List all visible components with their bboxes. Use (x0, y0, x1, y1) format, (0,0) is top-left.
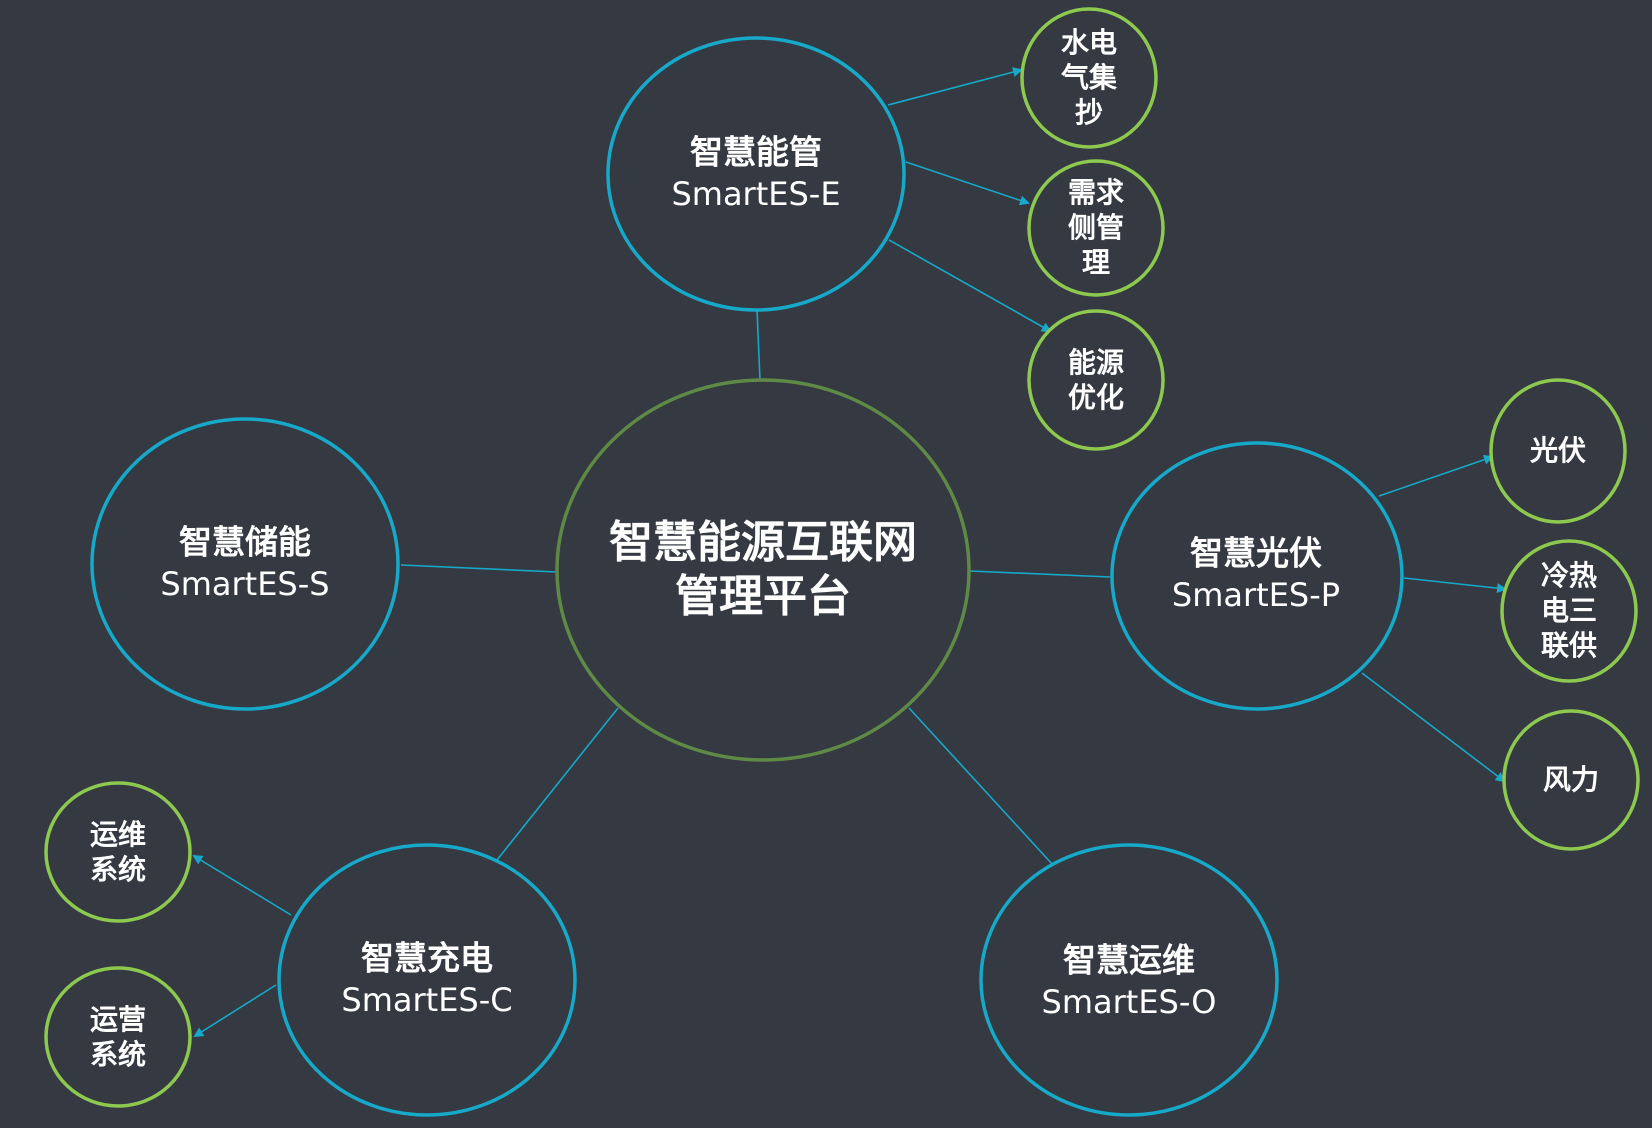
leaf-demand-side: 需求 侧管 理 (1027, 159, 1165, 297)
leaf-label-line: 气集 (1060, 61, 1117, 94)
arrow-energy-to-metering (887, 67, 1023, 106)
leaf-label-line: 冷热 (1541, 559, 1597, 592)
arrow-pv-to-pv-leaf (1378, 454, 1494, 497)
arrow-energy-to-demand (905, 161, 1030, 206)
leaf-label-line: 运维 (90, 818, 146, 851)
module-storage: 智慧储能 SmartES-S (90, 417, 400, 711)
leaf-cchp: 冷热 电三 联供 (1500, 539, 1638, 683)
connectors (192, 67, 1507, 1038)
arrow-pv-to-wind (1361, 672, 1506, 783)
center-title-line2: 管理平台 (675, 571, 851, 622)
module-energy-management: 智慧能管 SmartES-E (606, 36, 906, 312)
module-name: 智慧储能 (179, 523, 311, 562)
leaf-label-line: 系统 (90, 1038, 146, 1071)
leaf-pv: 光伏 (1489, 378, 1627, 524)
leaf-om-system: 运维 系统 (44, 781, 192, 923)
leaf-label-line: 电三 (1541, 594, 1597, 627)
center-node: 智慧能源互联网 管理平台 (555, 378, 971, 762)
leaf-label-line: 理 (1082, 246, 1110, 279)
module-operations: 智慧运维 SmartES-O (979, 843, 1279, 1117)
module-code: SmartES-E (671, 175, 840, 213)
module-code: SmartES-C (341, 981, 512, 1019)
module-name: 智慧能管 (690, 133, 822, 172)
leaf-label-line: 联供 (1541, 629, 1597, 662)
leaf-label-line: 优化 (1068, 381, 1124, 414)
module-photovoltaic: 智慧光伏 SmartES-P (1110, 441, 1404, 711)
module-name: 智慧运维 (1063, 941, 1195, 980)
connector-center-storage (400, 564, 558, 573)
leaf-label-line: 系统 (90, 853, 146, 886)
leaf-label-line: 运营 (90, 1003, 146, 1036)
module-code: SmartES-P (1172, 576, 1340, 614)
leaf-energy-optimization: 能源 优化 (1027, 309, 1165, 451)
leaf-operation-system: 运营 系统 (44, 966, 192, 1108)
arrow-charging-to-om (192, 854, 292, 916)
module-charging: 智慧充电 SmartES-C (277, 843, 577, 1117)
module-name: 智慧光伏 (1190, 534, 1322, 573)
leaf-wind: 风力 (1502, 709, 1640, 851)
arrow-pv-to-cchp (1403, 577, 1507, 594)
module-code: SmartES-O (1042, 983, 1217, 1021)
connector-center-charging (496, 707, 619, 861)
leaf-label-line: 需求 (1068, 176, 1124, 209)
center-title-line1: 智慧能源互联网 (609, 517, 917, 568)
leaf-label-line: 水电 (1061, 26, 1117, 59)
leaf-label-line: 光伏 (1529, 434, 1586, 467)
leaf-utility-metering: 水电 气集 抄 (1020, 7, 1158, 149)
leaf-label-line: 抄 (1075, 96, 1103, 129)
connector-center-energy-management (756, 309, 761, 381)
module-code: SmartES-S (160, 565, 329, 603)
arrow-charging-to-operation (193, 984, 277, 1038)
connector-center-photovoltaic (969, 570, 1111, 578)
leaf-label-line: 风力 (1543, 763, 1599, 796)
leaf-label-line: 能源 (1068, 346, 1124, 379)
module-name: 智慧充电 (361, 939, 493, 978)
arrow-energy-to-optimization (888, 239, 1052, 332)
leaf-label-line: 侧管 (1068, 211, 1124, 244)
connector-center-operations (908, 707, 1054, 866)
